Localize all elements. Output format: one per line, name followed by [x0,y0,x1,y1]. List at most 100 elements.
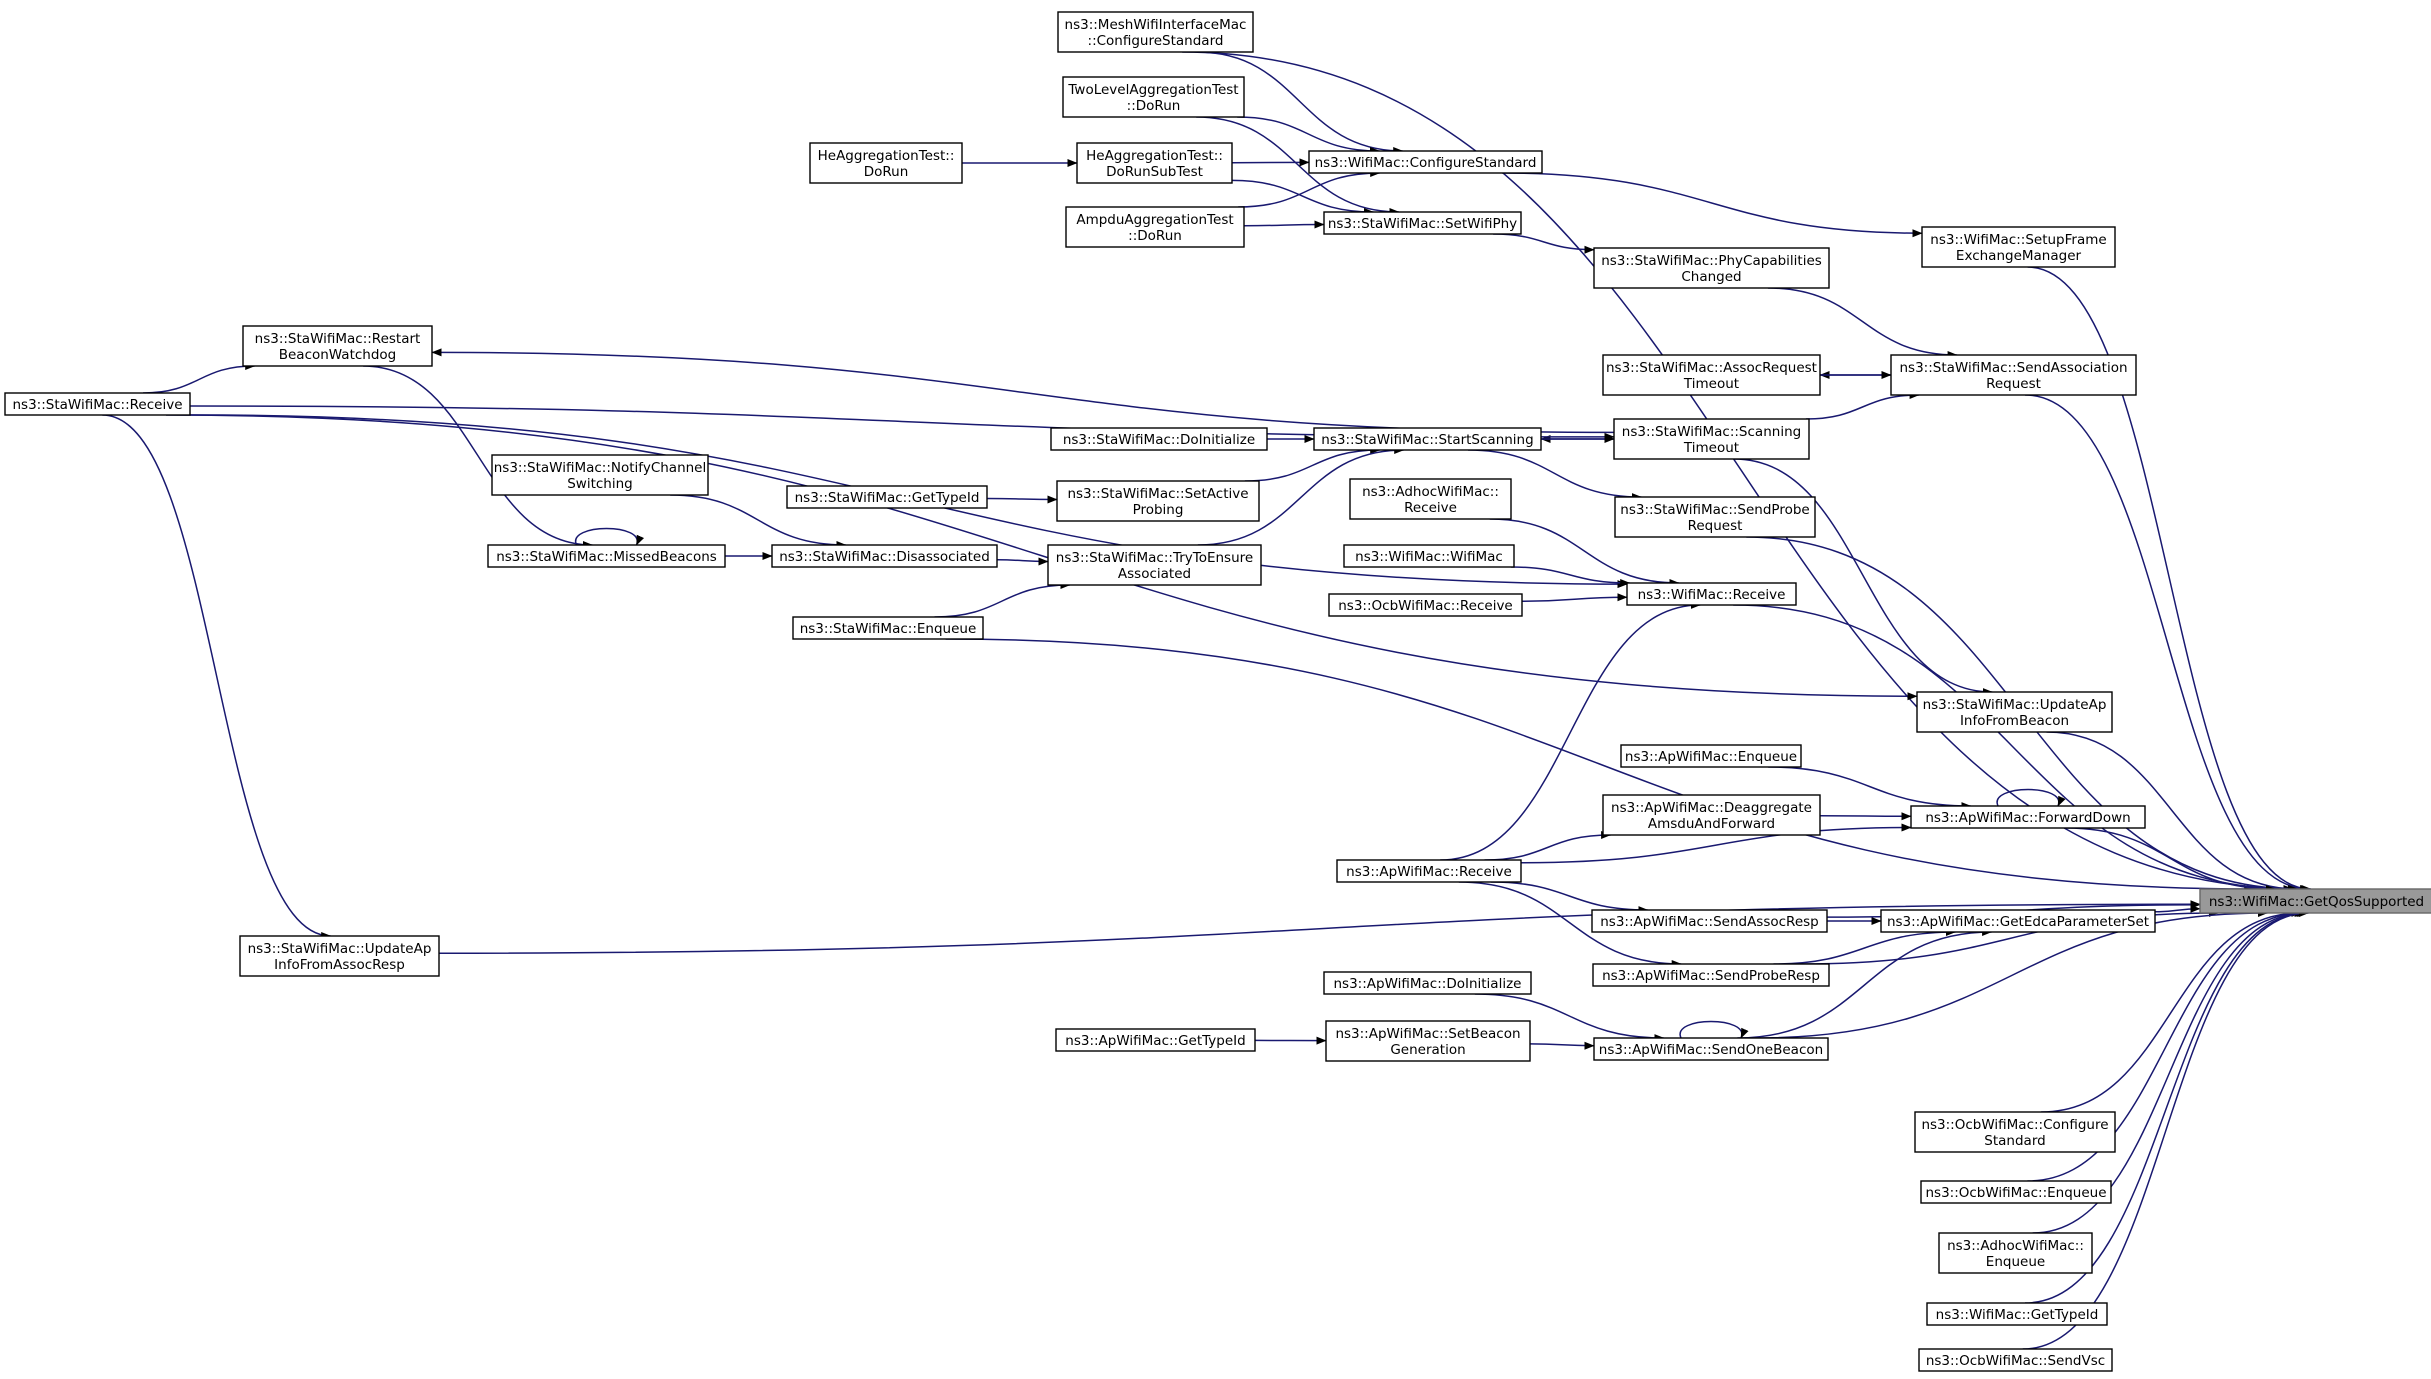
node-apGetTypeId[interactable]: ns3::ApWifiMac::GetTypeId [1055,1028,1256,1052]
node-box[interactable] [1626,582,1797,606]
node-box[interactable] [2199,888,2431,914]
node-box[interactable] [1057,11,1254,53]
node-adhocEnqueue[interactable]: ns3::AdhocWifiMac::Enqueue [1938,1232,2093,1274]
node-box[interactable] [1602,354,1821,396]
node-box[interactable] [1062,76,1245,118]
node-missedBeacons[interactable]: ns3::StaWifiMac::MissedBeacons [487,544,726,568]
node-box[interactable] [1914,1111,2116,1153]
node-ocbReceive[interactable]: ns3::OcbWifiMac::Receive [1328,593,1523,617]
edge-path [1493,233,1595,254]
node-box[interactable] [1308,150,1543,174]
node-box[interactable] [1938,1232,2093,1274]
node-box[interactable] [1065,206,1245,248]
node-box[interactable] [1056,480,1260,522]
node-box[interactable] [1592,963,1830,987]
node-box[interactable] [239,935,440,977]
node-heDoRunSub[interactable]: HeAggregationTest::DoRunSubTest [1076,142,1233,184]
node-box[interactable] [1328,593,1523,617]
node-adhocReceive[interactable]: ns3::AdhocWifiMac::Receive [1349,478,1512,520]
node-box[interactable] [1918,1348,2113,1372]
node-getEdca[interactable]: ns3::ApWifiMac::GetEdcaParameterSet [1880,909,2156,933]
node-box[interactable] [792,616,984,640]
node-staSetWifiPhy[interactable]: ns3::StaWifiMac::SetWifiPhy [1323,211,1522,235]
node-box[interactable] [1614,496,1816,538]
node-forwardDown[interactable]: ns3::ApWifiMac::ForwardDown [1910,805,2146,829]
node-box[interactable] [1890,354,2137,396]
node-startScanning[interactable]: ns3::StaWifiMac::StartScanning [1313,427,1542,451]
node-root[interactable]: ns3::WifiMac::GetQosSupported [2199,888,2431,914]
node-updateApAssoc[interactable]: ns3::StaWifiMac::UpdateApInfoFromAssocRe… [239,935,440,977]
node-apDoInit[interactable]: ns3::ApWifiMac::DoInitialize [1323,971,1532,995]
node-box[interactable] [1920,1180,2112,1204]
edge-apReceive-to-deaggregate [1484,831,1612,861]
node-box[interactable] [1620,744,1802,768]
node-staReceive[interactable]: ns3::StaWifiMac::Receive [4,392,191,416]
node-box[interactable] [1593,1037,1829,1061]
node-box[interactable] [786,485,988,509]
node-box[interactable] [1325,1020,1531,1062]
node-apEnqueue[interactable]: ns3::ApWifiMac::Enqueue [1620,744,1802,768]
node-box[interactable] [809,142,963,184]
node-box[interactable] [1613,418,1810,460]
node-sendOneBeacon[interactable]: ns3::ApWifiMac::SendOneBeacon [1593,1037,1829,1061]
node-ocbSendVsc[interactable]: ns3::OcbWifiMac::SendVsc [1918,1348,2113,1372]
node-sendProbeResp[interactable]: ns3::ApWifiMac::SendProbeResp [1592,963,1830,987]
node-sendAssocResp[interactable]: ns3::ApWifiMac::SendAssocResp [1591,909,1828,933]
node-staEnqueue[interactable]: ns3::StaWifiMac::Enqueue [792,616,984,640]
node-box[interactable] [487,544,726,568]
node-box[interactable] [1602,794,1821,836]
node-box[interactable] [1050,427,1268,451]
edge-path [2154,904,2201,913]
node-ampduDoRun[interactable]: AmpduAggregationTest::DoRun [1065,206,1245,248]
node-wifiReceive[interactable]: ns3::WifiMac::Receive [1626,582,1797,606]
node-label: ns3::ApWifiMac::SendOneBeacon [1599,1042,1823,1058]
node-box[interactable] [1926,1302,2108,1326]
node-box[interactable] [1336,859,1522,883]
node-apReceive[interactable]: ns3::ApWifiMac::Receive [1336,859,1522,883]
node-box[interactable] [242,325,433,367]
node-box[interactable] [1343,544,1515,568]
node-disassociated[interactable]: ns3::StaWifiMac::Disassociated [771,544,998,568]
node-box[interactable] [771,544,998,568]
node-box[interactable] [1076,142,1233,184]
node-box[interactable] [1313,427,1542,451]
node-box[interactable] [1591,909,1828,933]
node-staGetTypeId[interactable]: ns3::StaWifiMac::GetTypeId [786,485,988,509]
edge-path [431,348,1615,434]
node-box[interactable] [1910,805,2146,829]
node-wifiConfigure[interactable]: ns3::WifiMac::ConfigureStandard [1308,150,1543,174]
node-box[interactable] [4,392,191,416]
node-box[interactable] [1323,211,1522,235]
node-ocbEnqueue[interactable]: ns3::OcbWifiMac::Enqueue [1920,1180,2112,1204]
node-deaggregate[interactable]: ns3::ApWifiMac::DeaggregateAmsduAndForwa… [1602,794,1821,836]
node-box[interactable] [1323,971,1532,995]
node-box[interactable] [1349,478,1512,520]
node-box[interactable] [491,454,709,496]
node-box[interactable] [1055,1028,1256,1052]
node-box[interactable] [1880,909,2156,933]
node-box[interactable] [1916,691,2113,733]
node-box[interactable] [1047,544,1262,586]
node-heDoRun[interactable]: HeAggregationTest::DoRun [809,142,963,184]
node-box[interactable] [1921,226,2116,268]
node-box[interactable] [1593,247,1830,289]
node-ocbConfigure[interactable]: ns3::OcbWifiMac::ConfigureStandard [1914,1111,2116,1153]
edge-path [1768,766,1972,810]
node-staDoInit[interactable]: ns3::StaWifiMac::DoInitialize [1050,427,1268,451]
node-meshConfigure[interactable]: ns3::MeshWifiInterfaceMac::ConfigureStan… [1057,11,1254,53]
node-twoLevel[interactable]: TwoLevelAggregationTest::DoRun [1062,76,1245,118]
node-wifiGetTypeId[interactable]: ns3::WifiMac::GetTypeId [1926,1302,2108,1326]
node-wifiMacCtor[interactable]: ns3::WifiMac::WifiMac [1343,544,1515,568]
